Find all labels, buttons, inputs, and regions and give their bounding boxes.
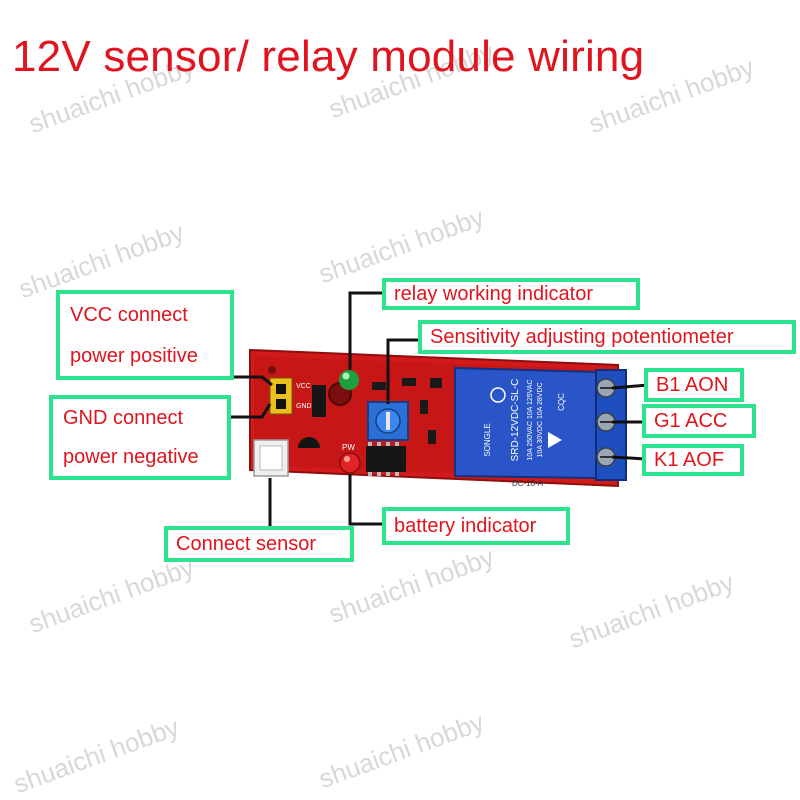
resistor [372,382,386,390]
cqc-mark: CQC [557,393,566,411]
transistor [298,437,320,448]
k1-label: K1 AOF [642,444,744,476]
resistor [402,378,416,386]
transistor-smd [430,378,442,388]
battery-led: PW [339,443,361,474]
vcc-label-line1: VCC connect [70,303,188,326]
sensor-connector [253,439,289,477]
ul-logo-icon [490,387,506,403]
resistor [428,430,436,444]
vcc-label: VCC connect power positive [56,290,234,380]
pw-pcb-label: PW [342,443,355,452]
warning-triangle-icon [548,432,562,448]
leader-vcc [230,375,273,387]
board-code: DC-10-A [512,479,544,488]
vcc-label-line2: power positive [70,344,198,367]
mount-hole [268,366,276,374]
connect-sensor-label: Connect sensor [164,526,354,562]
leader-lines [230,291,649,528]
relay: SRD-12VDC-SL-C 10A 250VAC 10A 125VAC 10A… [454,366,597,480]
relay-model-text: SRD-12VDC-SL-C [510,379,521,462]
ic-chip [366,442,406,476]
b1-label: B1 AON [644,368,744,402]
page-title: 12V sensor/ relay module wiring [12,32,645,81]
gnd-label: GND connect power negative [49,395,231,480]
power-header: VCC GND [269,377,312,415]
relay-indicator-label: relay working indicator [382,278,640,310]
leader-relay-indicator [348,291,384,370]
leader-battery [348,474,383,526]
relay-brand-text: SONGLE [483,423,492,456]
potentiometer [367,401,409,441]
leader-gnd [230,403,272,419]
gnd-label-line2: power negative [63,445,199,468]
leader-k1 [611,455,647,461]
relay-led [339,370,359,390]
resistor [420,400,428,414]
battery-indicator-label: battery indicator [382,507,570,545]
vcc-pcb-label: VCC [296,383,311,390]
gnd-label-line1: GND connect [63,407,184,430]
relay-rating-text: 10A 250VAC 10A 125VAC [527,379,534,460]
leader-potentiometer [386,338,420,404]
potentiometer-label: Sensitivity adjusting potentiometer [418,320,796,354]
gnd-pcb-label: GND [296,403,312,410]
relay-rating-text: 10A 30VDC 10A 28VDC [537,382,544,457]
g1-label: G1 ACC [642,404,756,438]
diode [312,385,326,417]
leader-b1 [611,383,649,390]
